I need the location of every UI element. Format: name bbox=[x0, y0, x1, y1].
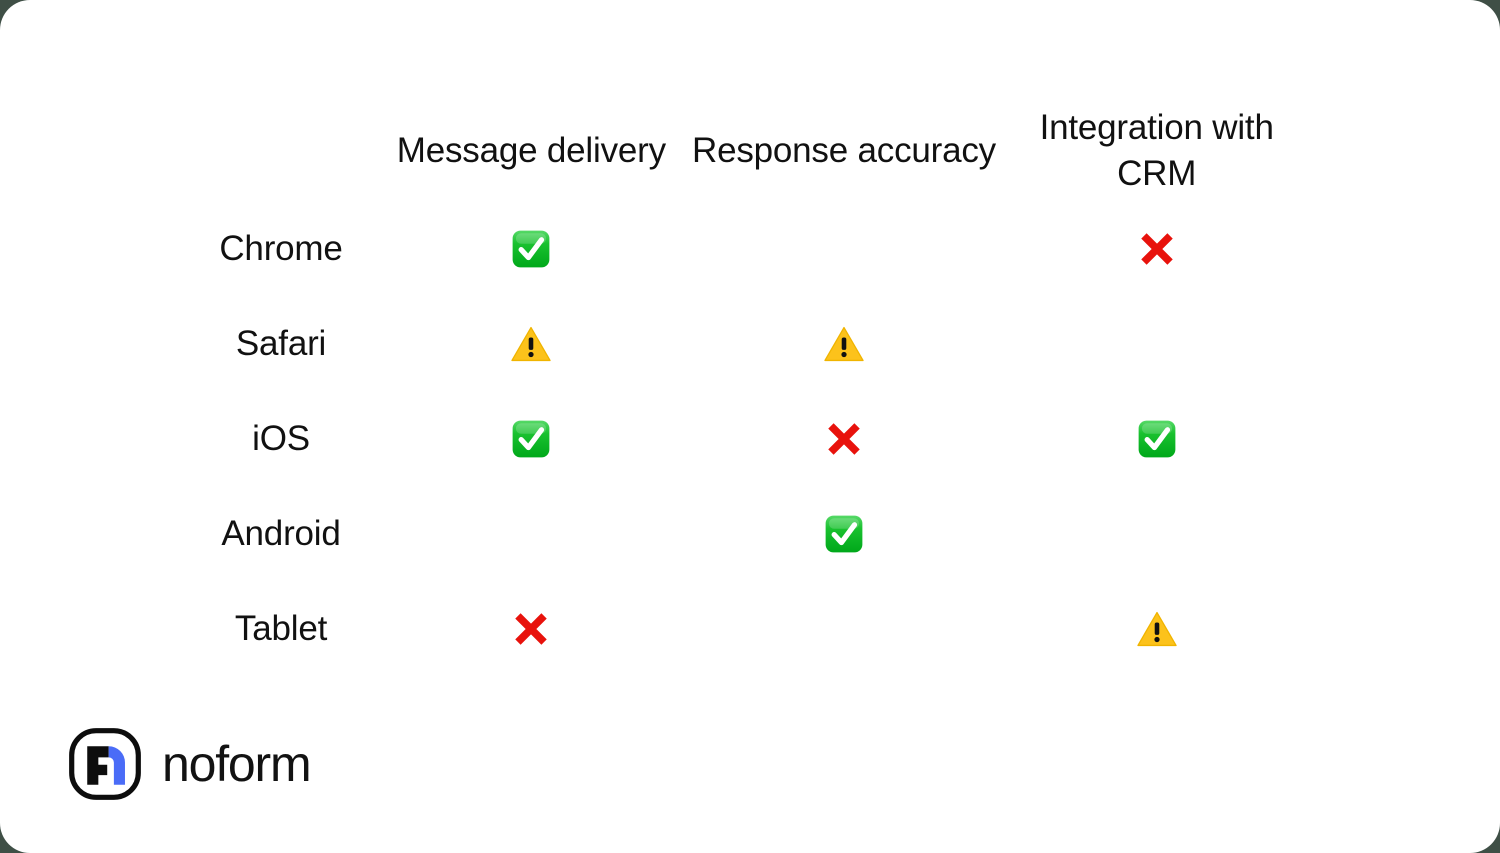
column-header-integration-with-crm: Integration with CRM bbox=[1039, 107, 1274, 193]
status-cell-safari-message-delivery bbox=[375, 296, 688, 391]
column-header-message-delivery: Message delivery bbox=[396, 130, 666, 170]
status-cell-ios-response-accuracy bbox=[688, 391, 1001, 486]
status-cell-android-integration-with-crm bbox=[1000, 486, 1313, 581]
table-row: Safari bbox=[187, 296, 1313, 391]
table-header: Message delivery Response accuracy Integ… bbox=[187, 100, 1313, 201]
status-cell-ios-integration-with-crm bbox=[1000, 391, 1313, 486]
status-cell-tablet-message-delivery bbox=[375, 581, 688, 676]
empty-cell bbox=[531, 537, 532, 538]
status-cell-android-message-delivery bbox=[375, 486, 688, 581]
row-label-safari: Safari bbox=[235, 323, 327, 363]
empty-cell bbox=[1156, 537, 1157, 538]
table-row: Android bbox=[187, 486, 1313, 581]
status-cell-chrome-integration-with-crm bbox=[1000, 201, 1313, 296]
partial-warning-icon bbox=[823, 324, 865, 364]
row-label-android: Android bbox=[221, 513, 341, 553]
supported-check-icon bbox=[510, 228, 552, 270]
status-cell-chrome-response-accuracy bbox=[688, 201, 1001, 296]
status-cell-tablet-response-accuracy bbox=[688, 581, 1001, 676]
status-cell-ios-message-delivery bbox=[375, 391, 688, 486]
status-cell-tablet-integration-with-crm bbox=[1000, 581, 1313, 676]
corner-header-cell bbox=[187, 100, 375, 201]
noform-logo-mark bbox=[69, 728, 141, 800]
unsupported-cross-icon bbox=[509, 607, 553, 651]
table-row: Tablet bbox=[187, 581, 1313, 676]
table-row: Chrome bbox=[187, 201, 1313, 296]
status-cell-safari-response-accuracy bbox=[688, 296, 1001, 391]
header-row: Message delivery Response accuracy Integ… bbox=[187, 100, 1313, 201]
compatibility-matrix-table: Message delivery Response accuracy Integ… bbox=[187, 100, 1313, 676]
supported-check-icon bbox=[510, 418, 552, 460]
column-header-response-accuracy: Response accuracy bbox=[692, 130, 996, 170]
unsupported-cross-icon bbox=[822, 417, 866, 461]
supported-check-icon bbox=[823, 513, 865, 555]
status-cell-chrome-message-delivery bbox=[375, 201, 688, 296]
table-row: iOS bbox=[187, 391, 1313, 486]
supported-check-icon bbox=[1136, 418, 1178, 460]
unsupported-cross-icon bbox=[1135, 227, 1179, 271]
row-label-chrome: Chrome bbox=[219, 228, 343, 268]
partial-warning-icon bbox=[510, 324, 552, 364]
brand-logo: noform bbox=[68, 727, 312, 801]
empty-cell bbox=[1156, 347, 1157, 348]
status-cell-android-response-accuracy bbox=[688, 486, 1001, 581]
row-label-ios: iOS bbox=[252, 418, 310, 458]
status-cell-safari-integration-with-crm bbox=[1000, 296, 1313, 391]
empty-cell bbox=[843, 252, 844, 253]
empty-cell bbox=[843, 632, 844, 633]
partial-warning-icon bbox=[1136, 609, 1178, 649]
brand-wordmark: noform bbox=[162, 736, 312, 792]
row-label-tablet: Tablet bbox=[234, 608, 328, 648]
